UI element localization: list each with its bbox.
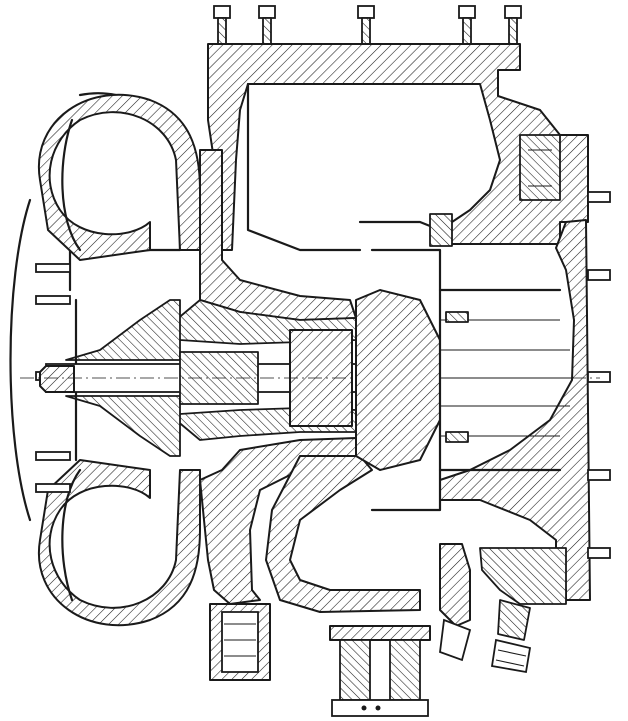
turbine-housing (207, 43, 591, 601)
stud (258, 5, 276, 49)
stud (504, 5, 522, 49)
stud (357, 5, 375, 49)
turbine-wheel (355, 213, 574, 512)
cooling-water-connector (439, 543, 567, 662)
shaft (20, 329, 600, 427)
speed-sensor (490, 599, 532, 674)
compressor-volute (9, 92, 201, 627)
right-studs (587, 191, 611, 559)
oil-inlet-flange (209, 603, 271, 681)
top-studs (213, 5, 522, 49)
stud (458, 5, 476, 49)
oil-outlet-pipe (329, 625, 431, 717)
stud (213, 5, 231, 49)
